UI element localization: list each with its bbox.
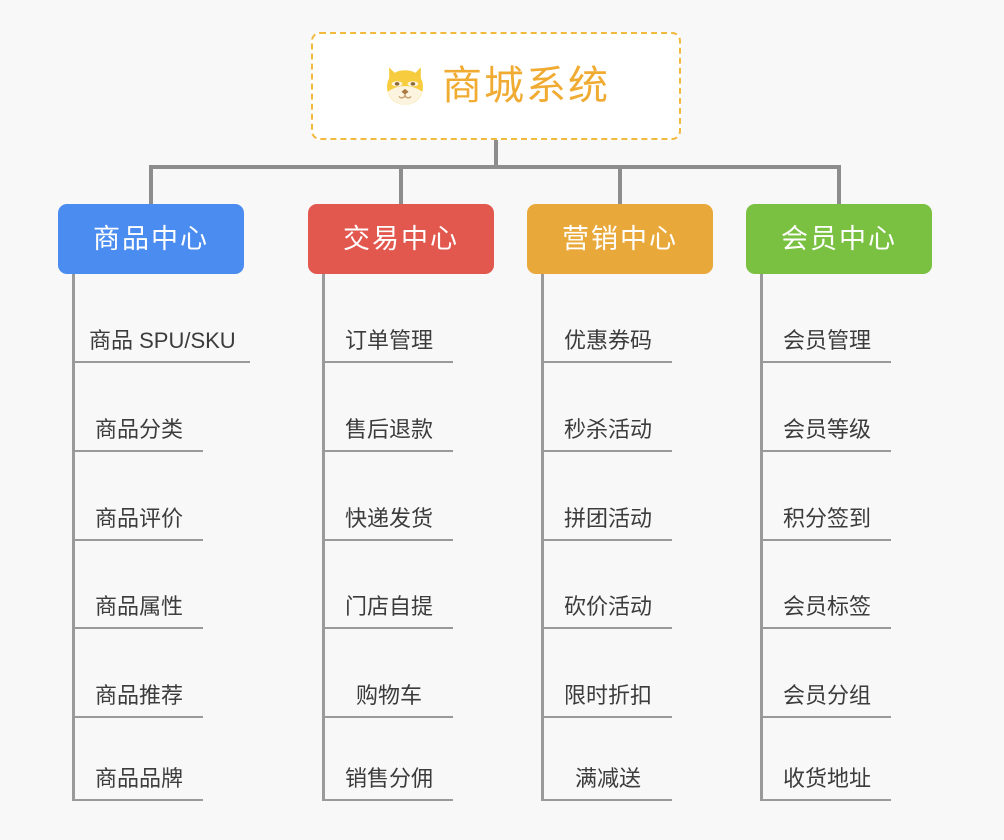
list-item[interactable]: 购物车 xyxy=(325,629,453,718)
leaf-label: 秒杀活动 xyxy=(563,416,652,442)
column-spine-2 xyxy=(541,274,544,801)
leaf-label: 会员标签 xyxy=(782,593,871,619)
list-item[interactable]: 满减送 xyxy=(544,712,672,801)
list-item[interactable]: 商品分类 xyxy=(75,363,203,452)
list-item[interactable]: 商品推荐 xyxy=(75,629,203,718)
leaf-label: 会员管理 xyxy=(782,327,871,353)
list-item[interactable]: 订单管理 xyxy=(325,274,453,363)
connector-root-stem xyxy=(494,140,498,168)
list-item[interactable]: 积分签到 xyxy=(763,452,891,541)
list-item[interactable]: 商品品牌 xyxy=(75,712,203,801)
connector-drop-3 xyxy=(837,165,841,205)
list-item[interactable]: 限时折扣 xyxy=(544,629,672,718)
list-item[interactable]: 商品 SPU/SKU xyxy=(75,274,250,363)
list-item[interactable]: 秒杀活动 xyxy=(544,363,672,452)
list-item[interactable]: 门店自提 xyxy=(325,540,453,629)
connector-drop-1 xyxy=(399,165,403,205)
list-item[interactable]: 收货地址 xyxy=(763,712,891,801)
list-item[interactable]: 销售分佣 xyxy=(325,712,453,801)
category-header-3[interactable]: 会员中心 xyxy=(746,204,932,274)
leaf-label: 商品评价 xyxy=(94,505,183,531)
category-title-3: 会员中心 xyxy=(781,223,897,254)
leaf-label: 商品品牌 xyxy=(94,765,183,791)
connector-drop-2 xyxy=(618,165,622,205)
list-item[interactable]: 会员管理 xyxy=(763,274,891,363)
list-item[interactable]: 售后退款 xyxy=(325,363,453,452)
leaf-label: 快递发货 xyxy=(344,505,433,531)
column-spine-3 xyxy=(760,274,763,801)
connector-drop-0 xyxy=(149,165,153,205)
category-title-2: 营销中心 xyxy=(562,223,678,254)
leaf-label: 商品 SPU/SKU xyxy=(89,327,236,353)
category-title-1: 交易中心 xyxy=(343,223,459,254)
leaf-label: 售后退款 xyxy=(344,416,433,442)
leaf-label: 会员分组 xyxy=(782,682,871,708)
leaf-label: 优惠券码 xyxy=(563,327,652,353)
category-header-1[interactable]: 交易中心 xyxy=(308,204,494,274)
leaf-label: 购物车 xyxy=(355,682,422,708)
list-item[interactable]: 商品评价 xyxy=(75,452,203,541)
list-item[interactable]: 快递发货 xyxy=(325,452,453,541)
leaf-label: 收货地址 xyxy=(782,765,871,791)
leaf-label: 满减送 xyxy=(574,765,641,791)
category-header-0[interactable]: 商品中心 xyxy=(58,204,244,274)
leaf-label: 会员等级 xyxy=(782,416,871,442)
column-spine-1 xyxy=(322,274,325,801)
connector-horizontal-bus xyxy=(149,165,841,169)
list-item[interactable]: 会员分组 xyxy=(763,629,891,718)
list-item[interactable]: 砍价活动 xyxy=(544,540,672,629)
list-item[interactable]: 会员等级 xyxy=(763,363,891,452)
list-item[interactable]: 会员标签 xyxy=(763,540,891,629)
leaf-label: 订单管理 xyxy=(344,327,433,353)
list-item[interactable]: 商品属性 xyxy=(75,540,203,629)
column-spine-0 xyxy=(72,274,75,801)
shiba-dog-face-icon xyxy=(387,67,423,105)
root-label: 商城系统 xyxy=(442,64,610,108)
category-header-2[interactable]: 营销中心 xyxy=(527,204,713,274)
leaf-label: 限时折扣 xyxy=(563,682,652,708)
leaf-label: 门店自提 xyxy=(344,593,433,619)
leaf-label: 商品分类 xyxy=(94,416,183,442)
leaf-label: 拼团活动 xyxy=(563,505,652,531)
list-item[interactable]: 拼团活动 xyxy=(544,452,672,541)
leaf-label: 商品推荐 xyxy=(94,682,183,708)
leaf-label: 商品属性 xyxy=(94,593,183,619)
leaf-label: 销售分佣 xyxy=(344,765,433,791)
leaf-label: 积分签到 xyxy=(782,505,871,531)
leaf-label: 砍价活动 xyxy=(563,593,652,619)
root-node[interactable]: 商城系统 xyxy=(311,32,681,140)
category-title-0: 商品中心 xyxy=(93,223,209,254)
list-item[interactable]: 优惠券码 xyxy=(544,274,672,363)
